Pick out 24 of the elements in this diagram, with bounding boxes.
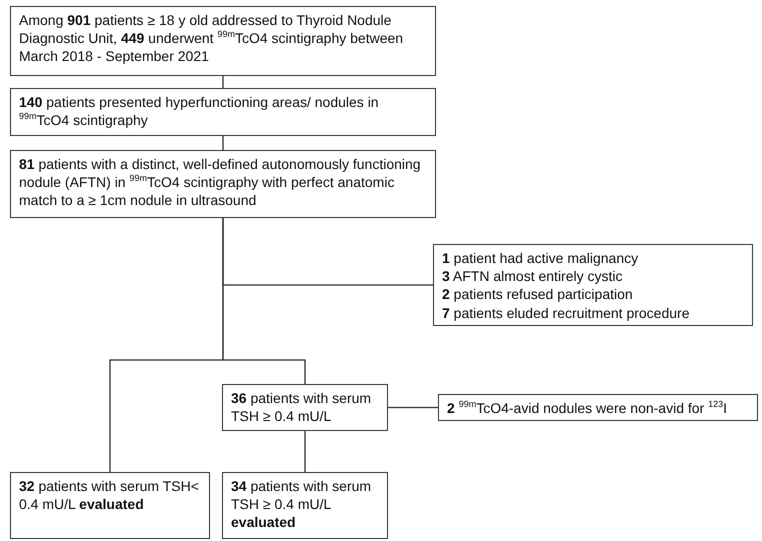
process-box	[222, 472, 388, 539]
connector-line	[388, 406, 438, 408]
box-text: 7 patients eluded recruitment procedure	[442, 304, 690, 322]
process-box	[10, 150, 436, 218]
box-text: 140 patients presented hyperfunctioning areas/ nodules in $^{99m}$TcO4 scintigraphy	[19, 93, 380, 130]
box-text: 3 AFTN almost entirely cystic	[442, 267, 624, 286]
process-box	[438, 394, 758, 421]
box-text: 34 patients with serum TSH ≥ 0.4 mU/L evaluated	[231, 477, 372, 532]
box-text: 36 patients with serum TSH ≥ 0.4 mU/L	[231, 389, 372, 426]
box-text: 2 patients refused participation	[442, 285, 634, 304]
box-text: 2 $^{99m}$TcO4-avid nodules were non-avid for $^{123}$I	[447, 399, 728, 418]
box-text: Among 901 patients ≥ 18 y old addressed to Thyroid Nodule Diagnostic Unit, 449 underwent $^{99m}$TcO4 scintigraphy between March 2018 - September 2021	[19, 11, 404, 66]
connector-line	[222, 136, 224, 150]
box-text: 81 patients with a distinct, well-defined autonomously functioning nodule (AFTN) in $^{99m}$TcO4 scintigraphy with perfect anatomic match to a ≥ 1cm nodule in ultrasound	[19, 155, 422, 210]
connector-line	[222, 218, 306, 384]
process-box	[10, 88, 436, 136]
process-box	[10, 6, 436, 76]
connector-line	[222, 76, 224, 88]
process-box	[222, 384, 388, 431]
process-box	[433, 244, 753, 326]
process-box	[10, 472, 210, 539]
box-text: 1 patient had active malignancy	[442, 249, 640, 268]
connector-line	[304, 431, 306, 472]
box-text: 32 patients with serum TSH< 0.4 mU/L evaluated	[19, 477, 200, 514]
